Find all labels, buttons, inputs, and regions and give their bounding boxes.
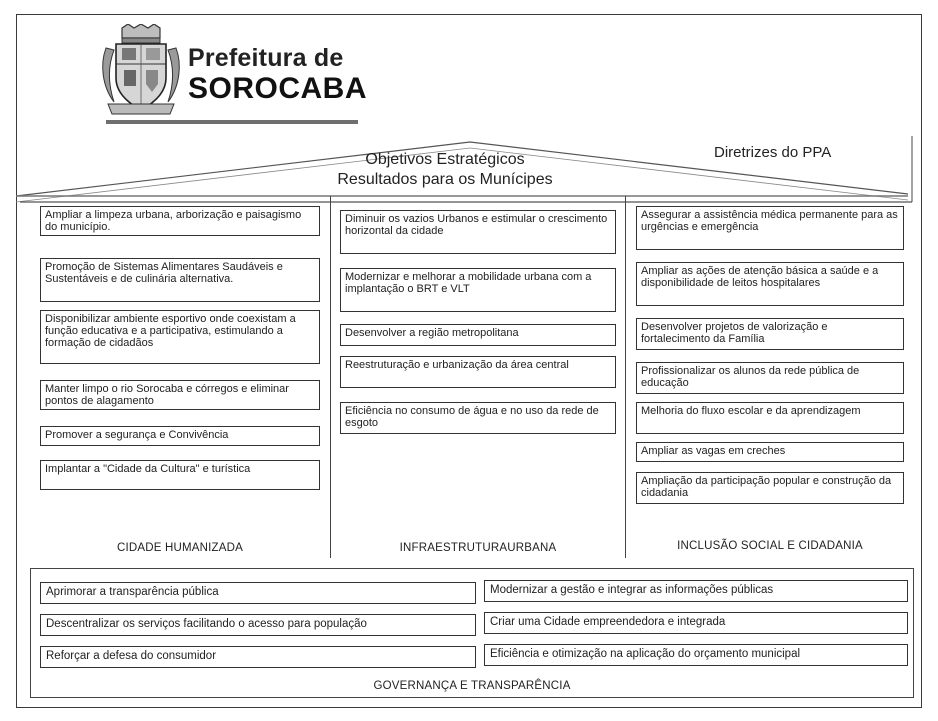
governance-box: Eficiência e otimização na aplicação do … xyxy=(484,644,908,666)
objective-box: Promover a segurança e Convivência xyxy=(40,426,320,446)
roof-title-line1: Objetivos Estratégicos xyxy=(365,151,525,168)
objective-box: Assegurar a assistência médica permanent… xyxy=(636,206,904,250)
objective-box: Manter limpo o rio Sorocaba e córregos e… xyxy=(40,380,320,410)
column-divider xyxy=(625,196,626,558)
pillar-label: CIDADE HUMANIZADA xyxy=(116,542,244,554)
strategic-objectives-title: Objetivos Estratégicos Resultados para o… xyxy=(290,150,600,190)
objective-box: Promoção de Sistemas Alimentares Saudáve… xyxy=(40,258,320,302)
objective-box: Disponibilizar ambiente esportivo onde c… xyxy=(40,310,320,364)
coat-of-arms-icon xyxy=(102,24,180,115)
objective-box: Desenvolver a região metropolitana xyxy=(340,324,616,346)
pillar-label: INCLUSÃO SOCIAL E CIDADANIA xyxy=(677,540,863,552)
roof-outline xyxy=(16,136,913,203)
logo-text-line1: Prefeitura de xyxy=(188,44,344,72)
objective-box: Desenvolver projetos de valorização e fo… xyxy=(636,318,904,350)
objective-box: Implantar a "Cidade da Cultura" e turíst… xyxy=(40,460,320,490)
objective-box: Modernizar e melhorar a mobilidade urban… xyxy=(340,268,616,312)
roof-title-line2: Resultados para os Munícipes xyxy=(337,171,553,188)
governance-box: Descentralizar os serviços facilitando o… xyxy=(40,614,476,636)
governance-foundation xyxy=(30,568,914,698)
logo-underline xyxy=(106,120,358,124)
governance-box: Modernizar a gestão e integrar as inform… xyxy=(484,580,908,602)
logo-text-line2: SOROCABA xyxy=(188,72,368,105)
page-frame xyxy=(16,14,922,708)
objective-box: Ampliar as ações de atenção básica a saú… xyxy=(636,262,904,306)
objective-box: Profissionalizar os alunos da rede públi… xyxy=(636,362,904,394)
objective-box: Ampliar a limpeza urbana, arborização e … xyxy=(40,206,320,236)
column-divider xyxy=(330,196,331,558)
objective-box: Ampliar as vagas em creches xyxy=(636,442,904,462)
objective-box: Diminuir os vazios Urbanos e estimular o… xyxy=(340,210,616,254)
city-logo: Prefeitura de SOROCABA xyxy=(100,24,370,124)
governance-box: Reforçar a defesa do consumidor xyxy=(40,646,476,668)
objective-box: Eficiência no consumo de água e no uso d… xyxy=(340,402,616,434)
governance-box: Criar uma Cidade empreendedora e integra… xyxy=(484,612,908,634)
governance-box: Aprimorar a transparência pública xyxy=(40,582,476,604)
ppa-guidelines-label: Diretrizes do PPA xyxy=(714,144,832,161)
objective-box: Reestruturação e urbanização da área cen… xyxy=(340,356,616,388)
objective-box: Ampliação da participação popular e cons… xyxy=(636,472,904,504)
objective-box: Melhoria do fluxo escolar e da aprendiza… xyxy=(636,402,904,434)
governance-label: GOVERNANÇA E TRANSPARÊNCIA xyxy=(373,680,571,692)
pillar-label: INFRAESTRUTURAURBANA xyxy=(399,542,557,554)
